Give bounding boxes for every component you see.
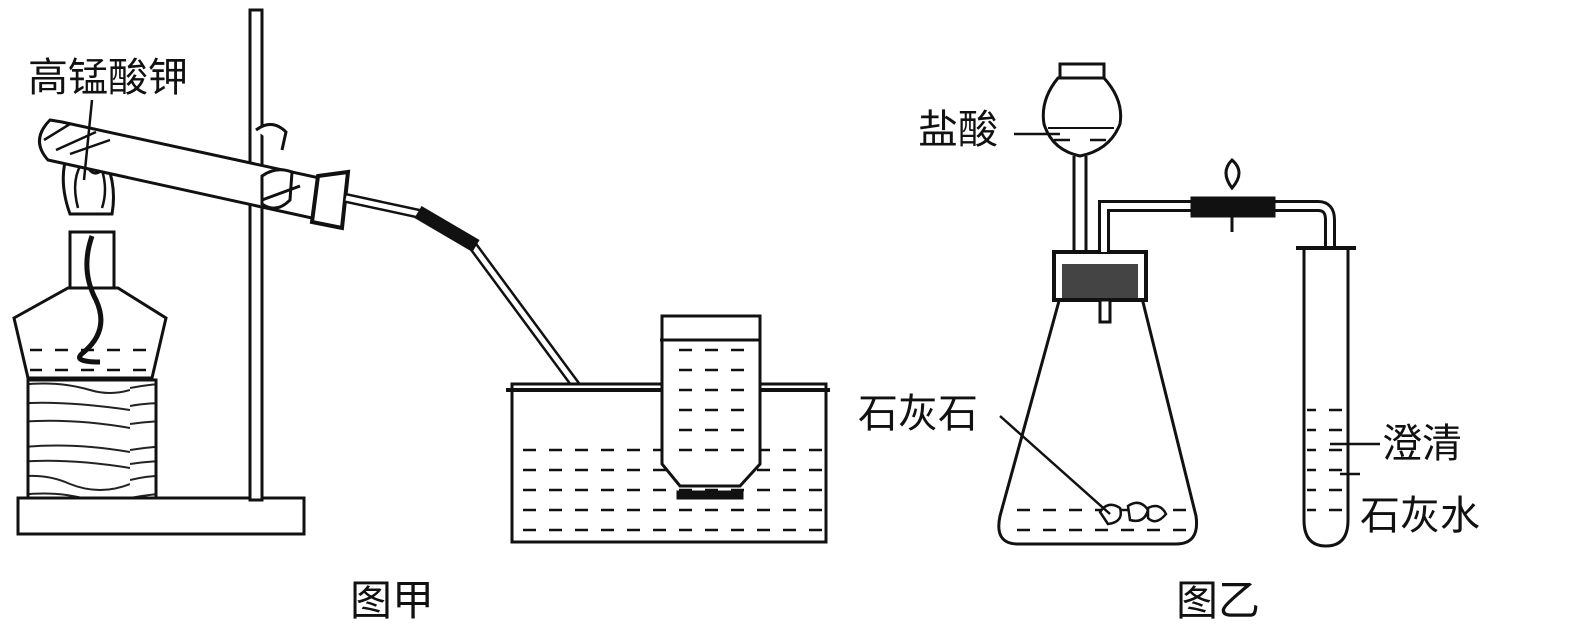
figure-a [12, 8, 830, 544]
leader-lines [82, 99, 1380, 515]
lamp-wick [77, 235, 104, 365]
label-potassium-permanganate: 高锰酸钾 [28, 55, 188, 101]
stand-rod [248, 8, 264, 502]
conical-flask [997, 288, 1199, 546]
glass-plate [676, 490, 744, 500]
label-limestone: 石灰石 [858, 391, 978, 437]
caption-figure-b: 图乙 [1176, 576, 1261, 625]
tube-rubber [1190, 196, 1276, 218]
label-limewater-line1: 澄清 [1382, 421, 1462, 467]
label-hydrochloric-acid: 盐酸 [918, 107, 998, 153]
rubber-tube [414, 205, 480, 253]
figure-b [997, 62, 1356, 548]
clamp [255, 123, 294, 210]
funnel-top [1058, 62, 1106, 80]
label-limewater-line2: 石灰水 [1360, 493, 1480, 539]
stopper [309, 169, 351, 231]
tube-clip [1224, 157, 1241, 232]
funnel [1041, 76, 1123, 158]
stand-base [16, 496, 306, 536]
wood-block [26, 378, 158, 500]
caption-figure-a: 图甲 [350, 576, 435, 625]
